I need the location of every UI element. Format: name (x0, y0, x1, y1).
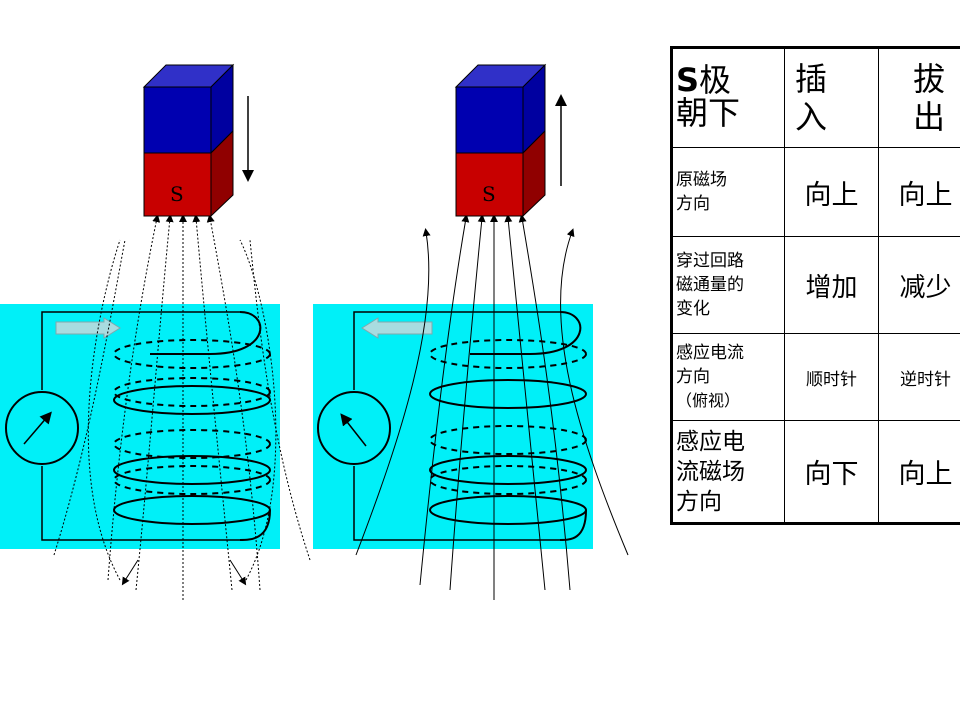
header-extract-line1: 拔 (912, 60, 945, 98)
left-current-arrow-icon (55, 317, 121, 339)
cell-insert: 增加 (784, 236, 879, 334)
right-scene: S (313, 63, 629, 600)
cell-insert: 向上 (784, 147, 879, 237)
row-label-line: 原磁场 (676, 170, 727, 190)
table-header-row: S极 朝下 插 入 拔 出 (670, 46, 960, 148)
right-circuit-wire (353, 311, 560, 541)
left-field-end-arrows (121, 559, 247, 586)
induction-diagram: S (0, 63, 629, 600)
row-label-line: 流磁场 (676, 458, 745, 485)
right-field-lines (355, 214, 629, 600)
left-magnet-pole-label: S (170, 182, 184, 206)
header-pole-bold: S (676, 61, 700, 99)
row-label-line: 穿过回路 (676, 251, 744, 271)
row-label-line: 感应电流 (676, 343, 744, 363)
row-label-line: 方向 (676, 488, 722, 515)
header-insert-line1: 插 (795, 60, 828, 98)
row-label-line: 感应电 (676, 428, 745, 455)
left-circuit-wire (41, 311, 240, 541)
right-coil (429, 311, 587, 541)
table-row-flux-change: 穿过回路 磁通量的 变化 增加 减少 (670, 236, 960, 334)
left-magnet: S (142, 63, 235, 218)
header-pole-rest: 极 (699, 61, 732, 99)
right-magnet-pole-label: S (482, 182, 496, 206)
right-galvanometer-icon (317, 391, 391, 465)
row-label-line: 变化 (676, 299, 710, 319)
table-row-current-direction: 感应电流 方向 （俯视） 顺时针 逆时针 (670, 333, 960, 421)
cell-insert: 向下 (784, 420, 879, 525)
row-label-line: 磁通量的 (676, 275, 744, 295)
row-label: 穿过回路 磁通量的 变化 (670, 236, 785, 334)
left-scene: S (0, 63, 311, 600)
header-insert-cell: 插 入 (784, 46, 879, 148)
cell-extract: 逆时针 (878, 333, 960, 421)
header-pole-line2: 朝下 (676, 94, 741, 132)
row-label: 原磁场 方向 (670, 147, 785, 237)
row-label-note: （俯视） (676, 391, 741, 410)
cell-extract: 减少 (878, 236, 960, 334)
header-extract-cell: 拔 出 (878, 46, 960, 148)
cell-extract: 向上 (878, 420, 960, 525)
header-pole-cell: S极 朝下 (670, 46, 785, 148)
table-row-original-field: 原磁场 方向 向上 向上 (670, 147, 960, 237)
left-field-lines (53, 214, 311, 600)
header-extract-line2: 出 (912, 98, 945, 136)
cell-insert: 顺时针 (784, 333, 879, 421)
row-label-line: 方向 (676, 194, 710, 214)
left-galvanometer-icon (5, 391, 79, 465)
row-label: 感应电流 方向 （俯视） (670, 333, 785, 421)
row-label: 感应电 流磁场 方向 (670, 420, 785, 525)
lenz-law-table: S极 朝下 插 入 拔 出 原磁场 方向 向上 向上 穿过回路 磁通量的 变化 … (670, 46, 960, 525)
right-magnet: S (454, 63, 547, 218)
table-row-induced-field: 感应电 流磁场 方向 向下 向上 (670, 420, 960, 525)
header-insert-line2: 入 (795, 98, 828, 136)
cell-extract: 向上 (878, 147, 960, 237)
left-coil (113, 311, 271, 541)
row-label-line: 方向 (676, 367, 710, 387)
